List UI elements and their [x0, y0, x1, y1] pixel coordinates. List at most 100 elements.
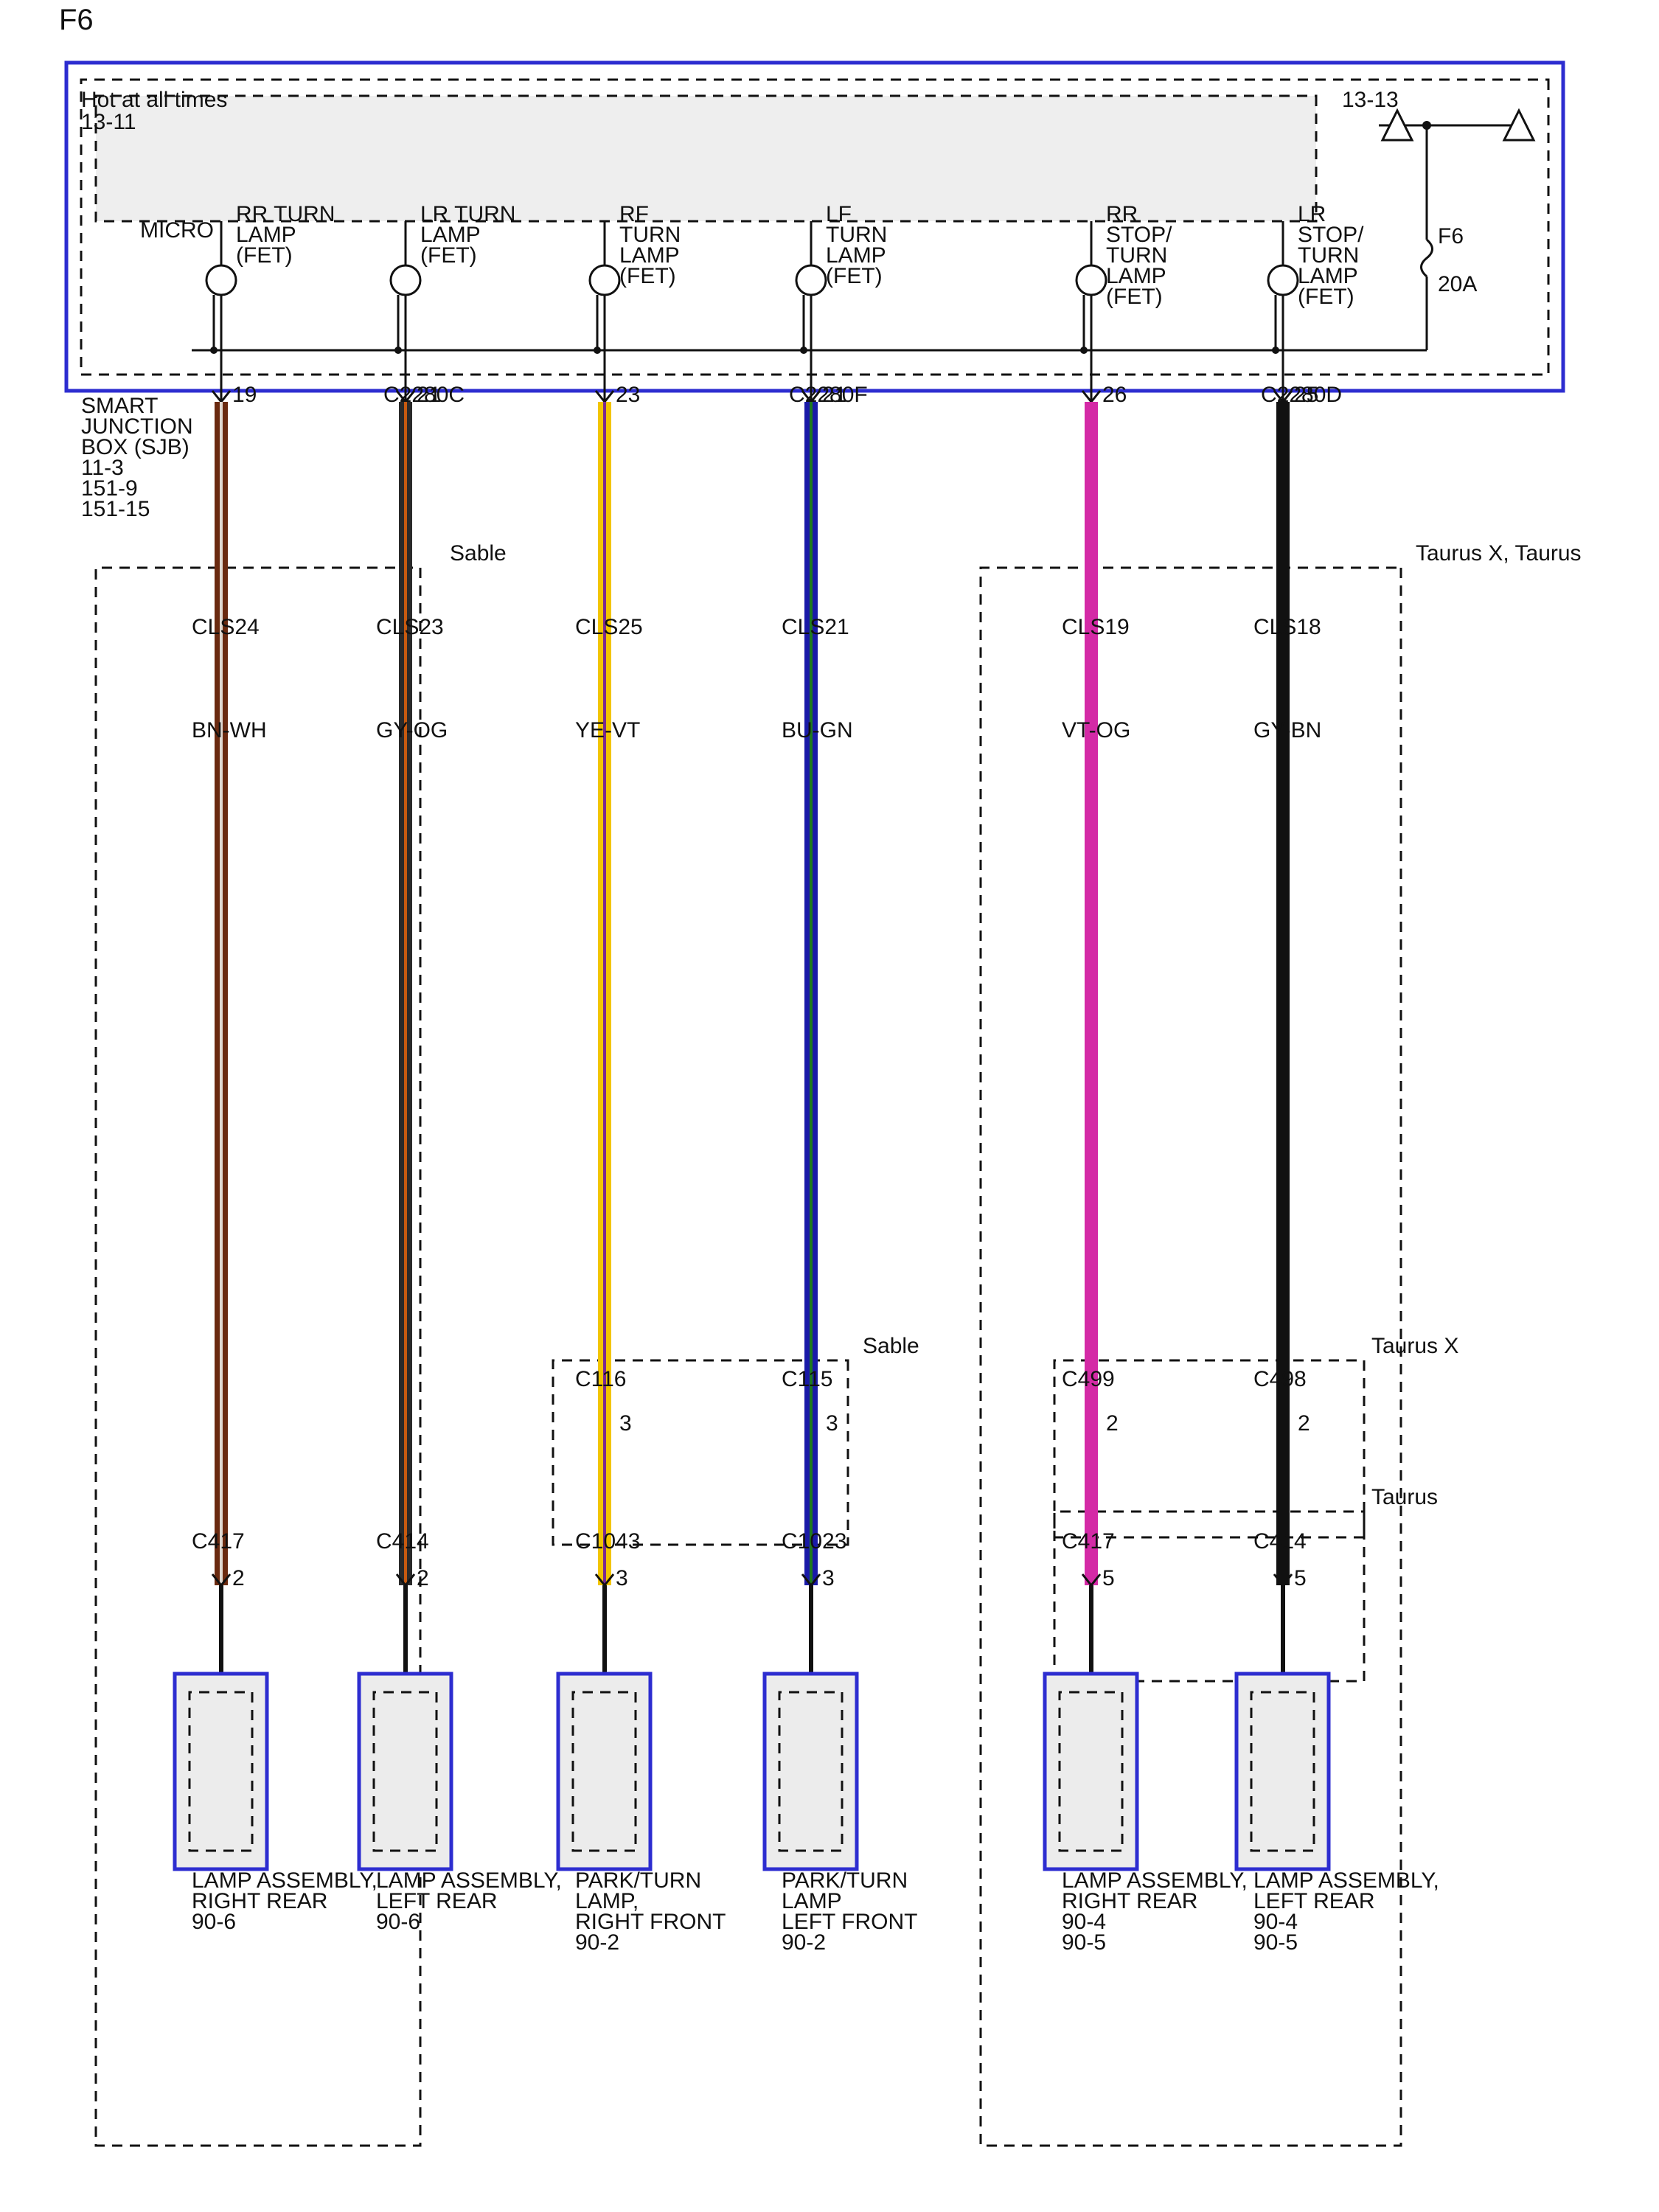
page-code: F6	[59, 4, 94, 36]
lamp-block	[762, 1672, 859, 1871]
taurus-x-inline-label: Taurus X	[1371, 1334, 1458, 1358]
sjb-inner-dashed	[80, 78, 1550, 376]
fet-icon	[795, 264, 827, 296]
connector-label: C2280F	[789, 383, 868, 407]
inline-pin: 2	[1106, 1411, 1119, 1436]
connector-label: C2280D	[1261, 383, 1342, 407]
fuse-rating: 20A	[1438, 272, 1477, 296]
lamp-label-line: LAMP ASSEMBLY,	[1062, 1868, 1248, 1893]
fet-label-line: LF	[826, 202, 852, 226]
sjb-outline	[64, 60, 1565, 393]
fet-label-line: STOP/	[1106, 223, 1172, 247]
lamp-connector-pin: 2	[417, 1566, 429, 1590]
lamp-label-line: 90-6	[192, 1910, 236, 1934]
wire-color-label: BN-WH	[192, 718, 267, 742]
fet-label-line: LAMP	[1298, 264, 1358, 288]
sjb-name-line-6: 151-15	[81, 497, 150, 521]
wire-color-label: YE-VT	[575, 718, 640, 742]
circuit-label: CLS19	[1062, 615, 1130, 639]
hot-label: Hot at all times	[81, 88, 227, 112]
fet-label-line: (FET)	[1106, 285, 1163, 309]
lamp-block	[173, 1672, 269, 1871]
sjb-name-line-5: 151-9	[81, 476, 138, 501]
fet-label-line: (FET)	[1298, 285, 1354, 309]
sjb-name-line-1: SMART	[81, 394, 158, 418]
inline-pin: 2	[1298, 1411, 1310, 1436]
fet-icon	[205, 264, 237, 296]
fuse-label: F6	[1438, 224, 1464, 248]
sable-inline-box	[552, 1359, 849, 1546]
fet-icon	[389, 264, 422, 296]
connector-label: C2280C	[383, 383, 465, 407]
sable-group-label: Sable	[450, 541, 507, 566]
fet-label-line: LR TURN	[420, 202, 515, 226]
fuse-icon	[1420, 238, 1433, 278]
connector-pin: 25	[1294, 383, 1318, 407]
bus-junction	[800, 347, 807, 354]
fet-label-line: LAMP	[826, 243, 886, 268]
fet-label-line: (FET)	[236, 243, 293, 268]
circuit-label: CLS25	[575, 615, 643, 639]
lamp-connector-pin: 5	[1102, 1566, 1115, 1590]
fet-label-line: (FET)	[619, 264, 676, 288]
lamp-inner-dashed	[778, 1691, 844, 1852]
fet-icon	[588, 264, 621, 296]
lamp-connector-label: C1043	[575, 1529, 640, 1554]
fet-icon	[1267, 264, 1299, 296]
inline-connector-label: C115	[782, 1367, 833, 1391]
sable-inline-label: Sable	[863, 1334, 919, 1358]
ground-triangle-icon	[1380, 108, 1414, 142]
fet-label-line: LAMP	[1106, 264, 1166, 288]
lamp-connector-pin: 2	[232, 1566, 245, 1590]
lamp-label-line: 90-2	[782, 1930, 826, 1955]
lamp-label-line: LAMP	[782, 1889, 842, 1913]
lamp-label-line: LEFT FRONT	[782, 1910, 917, 1934]
circuit-label: CLS21	[782, 615, 849, 639]
lamp-label-line: 90-4	[1253, 1910, 1298, 1934]
lamp-label-line: PARK/TURN	[782, 1868, 908, 1893]
taurus-group-label: Taurus X, Taurus	[1416, 541, 1582, 566]
taurus-x-inline-box	[1053, 1359, 1366, 1539]
lamp-connector-pin: 5	[1294, 1566, 1307, 1590]
inline-connector-label: C499	[1062, 1367, 1115, 1391]
hot-ref: 13-11	[81, 110, 136, 134]
bus-junction	[1272, 347, 1279, 354]
fet-label-line: RR	[1106, 202, 1138, 226]
wire-color-label: GY-BN	[1253, 718, 1321, 742]
wire-color-label: BU-GN	[782, 718, 853, 742]
fet-label-line: TURN	[826, 223, 887, 247]
fet-label-line: (FET)	[420, 243, 477, 268]
hot-triangle-icon	[1502, 108, 1536, 142]
taurus-group-box	[979, 566, 1402, 2147]
lamp-label-line: LAMP ASSEMBLY,	[376, 1868, 562, 1893]
lamp-label-line: 90-2	[575, 1930, 619, 1955]
lamp-connector-label: C414	[376, 1529, 429, 1554]
lamp-label-line: 90-5	[1062, 1930, 1106, 1955]
fet-label-line: LAMP	[619, 243, 680, 268]
connector-pin: 19	[232, 383, 257, 407]
fet-label-line: (FET)	[826, 264, 883, 288]
fet-label-line: LAMP	[236, 223, 296, 247]
lamp-block	[556, 1672, 653, 1871]
lamp-block	[357, 1672, 453, 1871]
connector-pin: 21	[417, 383, 441, 407]
fet-label-line: STOP/	[1298, 223, 1364, 247]
inline-connector-label: C498	[1253, 1367, 1307, 1391]
lamp-connector-label: C414	[1253, 1529, 1307, 1554]
lamp-label-line: RIGHT FRONT	[575, 1910, 726, 1934]
lamp-label-line: LEFT REAR	[1253, 1889, 1375, 1913]
circuit-label: CLS24	[192, 615, 260, 639]
taurus-inline-box	[1053, 1510, 1366, 1683]
sjb-name-line-4: 11-3	[81, 456, 124, 480]
sable-group-box	[94, 566, 422, 2147]
lamp-label-line: 90-4	[1062, 1910, 1106, 1934]
inline-pin: 3	[619, 1411, 632, 1436]
lamp-inner-dashed	[372, 1691, 438, 1852]
lamp-inner-dashed	[1250, 1691, 1315, 1852]
ground-ref: 13-13	[1342, 88, 1399, 112]
lamp-inner-dashed	[1058, 1691, 1124, 1852]
lamp-connector-pin: 3	[822, 1566, 835, 1590]
connector-pin: 23	[616, 383, 640, 407]
wire-color-label: VT-OG	[1062, 718, 1130, 742]
fet-label-line: TURN	[619, 223, 681, 247]
